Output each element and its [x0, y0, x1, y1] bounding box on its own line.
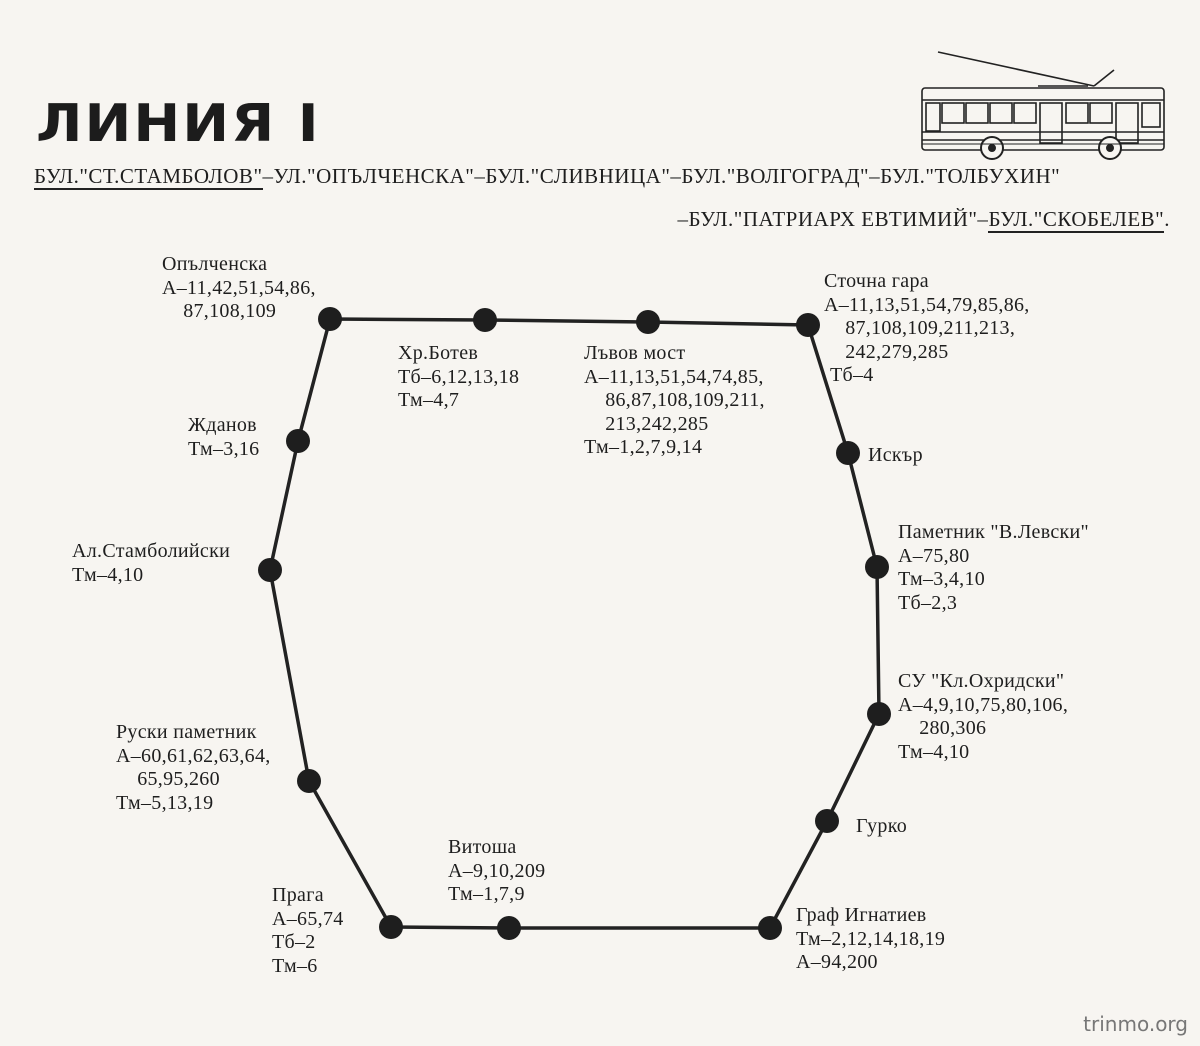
route-description-line-1: БУЛ."СТ.СТАМБОЛОВ"–УЛ."ОПЪЛЧЕНСКА"–БУЛ."…	[34, 164, 1061, 190]
watermark: trinmo.org	[1083, 1012, 1188, 1036]
stop-marker-iskar	[836, 441, 860, 465]
stop-lines: 213,242,285	[584, 412, 709, 435]
stop-name: Ал.Стамболийски	[72, 540, 231, 562]
stop-lines: Тм–6	[272, 954, 318, 977]
stop-lines: А–60,61,62,63,64,	[116, 744, 271, 767]
stop-lines: Тб–2,3	[898, 591, 958, 614]
stop-lines: А–4,9,10,75,80,106,	[898, 693, 1069, 716]
stop-marker-su-ohridski	[867, 702, 891, 726]
stop-lines: А–94,200	[796, 951, 878, 973]
stop-lines: Тм–4,10	[72, 563, 144, 586]
stop-name: Граф Игнатиев	[796, 904, 927, 926]
stop-lines: А–11,42,51,54,86,	[162, 276, 316, 299]
route-end: БУЛ."СКОБЕЛЕВ"	[988, 207, 1165, 233]
stop-lines: А–75,80	[898, 544, 970, 567]
stop-marker-al-stamboliyski	[258, 558, 282, 582]
stop-marker-ruski-pametnik	[297, 769, 321, 793]
route-end-dot: .	[1164, 207, 1170, 231]
route-middle-2: –БУЛ."ПАТРИАРХ ЕВТИМИЙ"–	[677, 207, 989, 231]
stop-name: Руски паметник	[116, 721, 257, 743]
stop-name: СУ "Кл.Охридски"	[898, 670, 1065, 692]
stop-lines: Тм–3,4,10	[898, 568, 986, 590]
stop-marker-pametnik-levski	[865, 555, 889, 579]
stop-marker-zhdanov	[286, 429, 310, 453]
stop-name: Прага	[272, 884, 324, 906]
stop-lines: Тм–4,10	[898, 740, 970, 763]
stop-lines: 242,279,285	[824, 340, 949, 363]
trolleybus-icon	[921, 51, 1165, 160]
stop-lines: Тм–1,2,7,9,14	[584, 436, 703, 458]
stop-marker-praga	[379, 915, 403, 939]
stop-lines: Тб–6,12,13,18	[398, 365, 520, 388]
stop-marker-vitosha	[497, 916, 521, 940]
stop-lines: 87,108,109,211,213,	[824, 317, 1016, 339]
stop-marker-hr-botev	[473, 308, 497, 332]
stop-lines: Тм–2,12,14,18,19	[796, 927, 946, 950]
stop-lines: 86,87,108,109,211,	[584, 389, 765, 411]
stop-lines: А–9,10,209	[448, 859, 546, 882]
route-middle: –УЛ."ОПЪЛЧЕНСКА"–БУЛ."СЛИВНИЦА"–БУЛ."ВОЛ…	[262, 164, 1061, 188]
stop-name: Гурко	[856, 815, 908, 837]
stop-name: Хр.Ботев	[398, 342, 479, 364]
stop-name: Искър	[868, 444, 923, 466]
stop-lines: 65,95,260	[116, 768, 220, 790]
stop-name: Опълченска	[162, 253, 268, 275]
stop-lines: А–65,74	[272, 907, 344, 930]
stop-label-gurko: Гурко	[856, 815, 907, 839]
route-start: БУЛ."СТ.СТАМБОЛОВ"	[34, 164, 263, 190]
stop-marker-graf-ignatiev	[758, 916, 782, 940]
stop-lines: Тм–5,13,19	[116, 791, 214, 814]
stop-marker-opalchenska	[318, 307, 342, 331]
route-description-line-2: –БУЛ."ПАТРИАРХ ЕВТИМИЙ"–БУЛ."СКОБЕЛЕВ".	[677, 207, 1170, 233]
stop-marker-sotchna-gara	[796, 313, 820, 337]
stop-lines: 280,306	[898, 717, 987, 739]
stop-name: Паметник "В.Левски"	[898, 521, 1090, 543]
stop-lines: А–11,13,51,54,79,85,86,	[824, 293, 1030, 316]
stop-lines: Тм–3,16	[188, 437, 260, 460]
stop-lines: Тб–2	[272, 931, 316, 953]
stop-name: Лъвов мост	[584, 342, 686, 364]
stop-lines: А–11,13,51,54,74,85,	[584, 365, 764, 388]
stop-marker-gurko	[815, 809, 839, 833]
stop-extra-lines: Тб–4	[830, 364, 874, 386]
route-line	[268, 317, 881, 930]
stop-label-iskar: Искър	[868, 444, 923, 468]
stop-label-su-ohridski: СУ "Кл.Охридски"А–4,9,10,75,80,106, 280,…	[898, 670, 1068, 764]
stop-lines: Тм–1,7,9	[448, 883, 525, 905]
stop-name: Жданов	[188, 414, 257, 436]
stop-name: Сточна гара	[824, 270, 929, 292]
page-title: ЛИНИЯ I	[36, 94, 321, 154]
stop-lines: 87,108,109	[162, 300, 277, 322]
stop-marker-lavov-most	[636, 310, 660, 334]
stop-name: Витоша	[448, 836, 517, 858]
stop-lines: Тм–4,7	[398, 389, 460, 411]
